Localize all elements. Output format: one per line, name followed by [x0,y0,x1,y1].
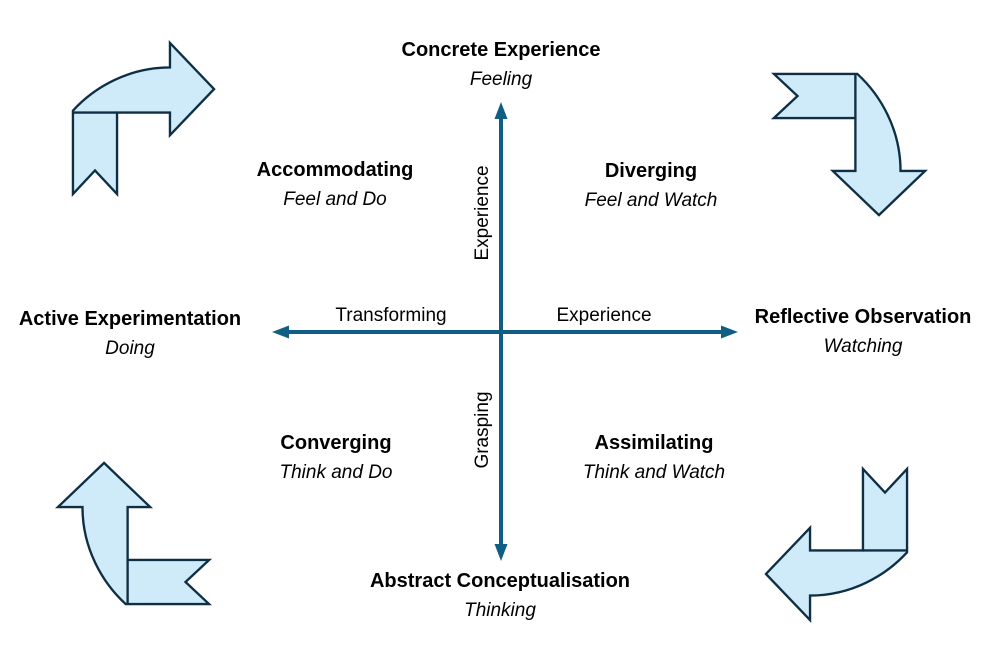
quadrant-bottom-left-subtitle: Think and Do [279,462,393,483]
quadrant-top-left-title: Accommodating [256,159,414,181]
axis-label-transforming: Transforming [335,305,447,326]
down-arrowhead-icon [494,544,508,561]
quadrant-top-right-subtitle: Feel and Watch [584,190,718,211]
cycle-arrow-top-left-icon [70,40,217,197]
pole-right-label: Reflective Observation Watching [755,303,972,361]
pole-right-title: Reflective Observation [754,306,972,328]
quadrant-top-left-label: Accommodating Feel and Do [257,156,414,214]
quadrant-bottom-left-label: Converging Think and Do [279,429,392,487]
pole-right-subtitle: Watching [823,336,903,357]
pole-top-title: Concrete Experience [401,39,601,61]
quadrant-top-right-label: Diverging Feel and Watch [585,157,718,215]
cycle-arrow-bottom-left-icon [55,460,212,607]
pole-bottom-label: Abstract Conceptualisation Thinking [370,567,630,625]
quadrant-top-right-title: Diverging [604,160,698,182]
axis-label-experience-horizontal: Experience [556,305,652,326]
left-arrowhead-icon [272,325,289,339]
quadrant-bottom-right-subtitle: Think and Watch [582,462,726,483]
up-arrowhead-icon [494,102,508,119]
pole-top-subtitle: Feeling [469,69,533,90]
pole-left-title: Active Experimentation [18,308,242,330]
right-arrowhead-icon [721,325,738,339]
quadrant-top-left-subtitle: Feel and Do [283,189,387,210]
quadrant-bottom-right-title: Assimilating [594,432,714,454]
quadrant-bottom-left-title: Converging [280,432,392,454]
pole-left-label: Active Experimentation Doing [19,305,241,363]
quadrant-bottom-right-label: Assimilating Think and Watch [583,429,725,487]
pole-bottom-title: Abstract Conceptualisation [369,570,631,592]
cycle-arrow-top-right-icon [771,71,928,218]
axis-label-experience-vertical: Experience [472,165,493,261]
cycle-arrow-bottom-right-icon [763,466,910,623]
pole-top-label: Concrete Experience Feeling [402,36,601,94]
pole-left-subtitle: Doing [105,338,155,359]
axis-label-grasping: Grasping [472,391,493,469]
pole-bottom-subtitle: Thinking [464,600,536,621]
